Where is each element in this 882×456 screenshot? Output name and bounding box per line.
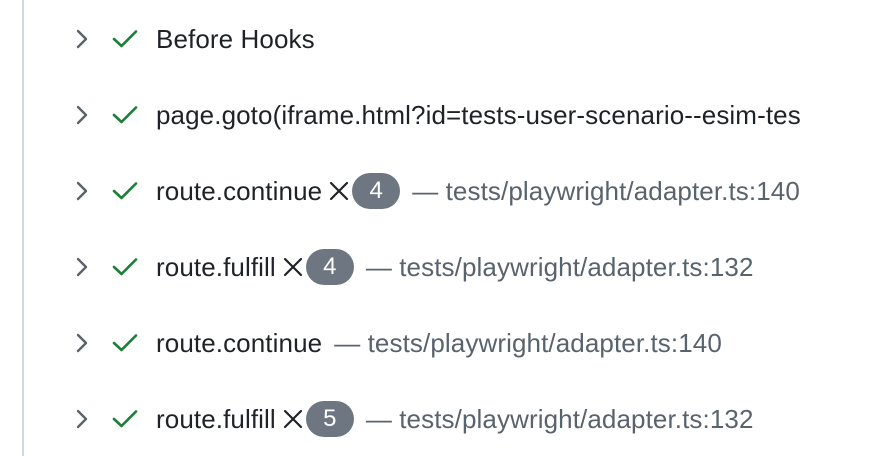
step-title: route.fulfill [156,251,276,282]
check-icon [112,102,138,128]
times-icon [282,256,304,278]
times-icon [282,408,304,430]
step-location: — tests/playwright/adapter.ts:140 [334,327,722,358]
check-icon [112,26,138,52]
times-icon [328,180,350,202]
chevron-right-icon[interactable] [72,105,92,125]
tree-guide-line [22,0,24,456]
step-location: — tests/playwright/adapter.ts:132 [365,403,754,434]
step-title-row: route.fulfill 4 — tests/playwright/adapt… [156,249,754,285]
step-title-row: page.goto(iframe.html?id=tests-user-scen… [156,100,801,131]
test-step[interactable]: route.continue — tests/playwright/adapte… [0,318,882,368]
chevron-right-icon[interactable] [72,333,92,353]
chevron-right-icon[interactable] [72,29,92,49]
step-title: route.fulfill [156,403,276,434]
chevron-right-icon[interactable] [72,409,92,429]
step-title: route.continue [156,175,323,206]
test-step[interactable]: page.goto(iframe.html?id=tests-user-scen… [0,90,882,140]
step-title-row: route.fulfill 5 — tests/playwright/adapt… [156,401,754,437]
step-location: — tests/playwright/adapter.ts:132 [365,251,754,282]
repeat-count-badge: 4 [305,249,354,285]
test-step[interactable]: route.fulfill 5 — tests/playwright/adapt… [0,394,882,444]
repeat-count-badge: 4 [352,173,401,209]
check-icon [112,330,138,356]
test-step[interactable]: Before Hooks [0,14,882,64]
step-title-row: route.continue — tests/playwright/adapte… [156,328,722,359]
step-title: route.continue [156,327,323,358]
repeat-count-badge: 5 [305,401,354,437]
step-title: page.goto(iframe.html?id=tests-user-scen… [156,99,801,130]
step-title-row: route.continue 4 — tests/playwright/adap… [156,173,800,209]
step-title-row: Before Hooks [156,24,315,55]
check-icon [112,178,138,204]
test-step[interactable]: route.continue 4 — tests/playwright/adap… [0,166,882,216]
check-icon [112,406,138,432]
step-title: Before Hooks [156,23,315,54]
test-step[interactable]: route.fulfill 4 — tests/playwright/adapt… [0,242,882,292]
step-location: — tests/playwright/adapter.ts:140 [412,175,800,206]
chevron-right-icon[interactable] [72,181,92,201]
check-icon [112,254,138,280]
chevron-right-icon[interactable] [72,257,92,277]
